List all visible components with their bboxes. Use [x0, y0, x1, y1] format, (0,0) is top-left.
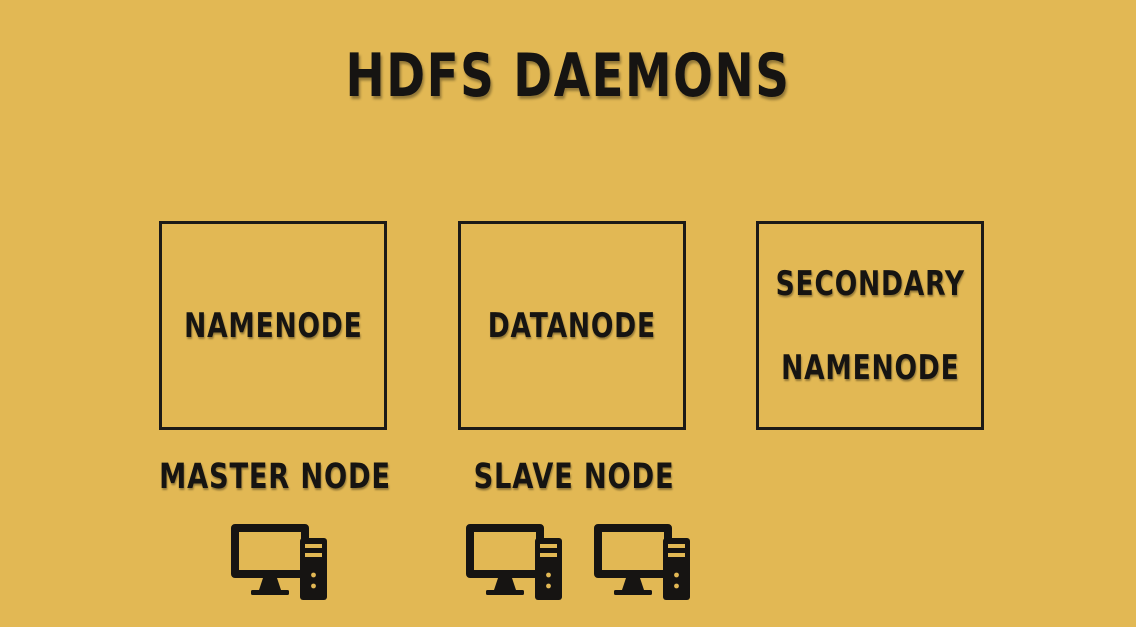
slide-title: HDFS DAEMONS: [345, 41, 791, 111]
secondary-namenode-label-line-1: SECONDARY: [775, 263, 965, 304]
namenode-label: NAMENODE: [183, 305, 363, 346]
datanode-box: DATANODE: [458, 221, 686, 430]
desktop-computer-icon: [231, 524, 327, 600]
desktop-computer-icon: [594, 524, 690, 600]
master-node-label: MASTER NODE: [159, 457, 391, 497]
secondary-namenode-label-line-2: NAMENODE: [780, 347, 960, 388]
desktop-computer-icon: [466, 524, 562, 600]
datanode-label: DATANODE: [487, 305, 657, 346]
slave-node-label: SLAVE NODE: [473, 457, 675, 497]
namenode-box: NAMENODE: [159, 221, 387, 430]
secondary-namenode-box: SECONDARY NAMENODE: [756, 221, 984, 430]
